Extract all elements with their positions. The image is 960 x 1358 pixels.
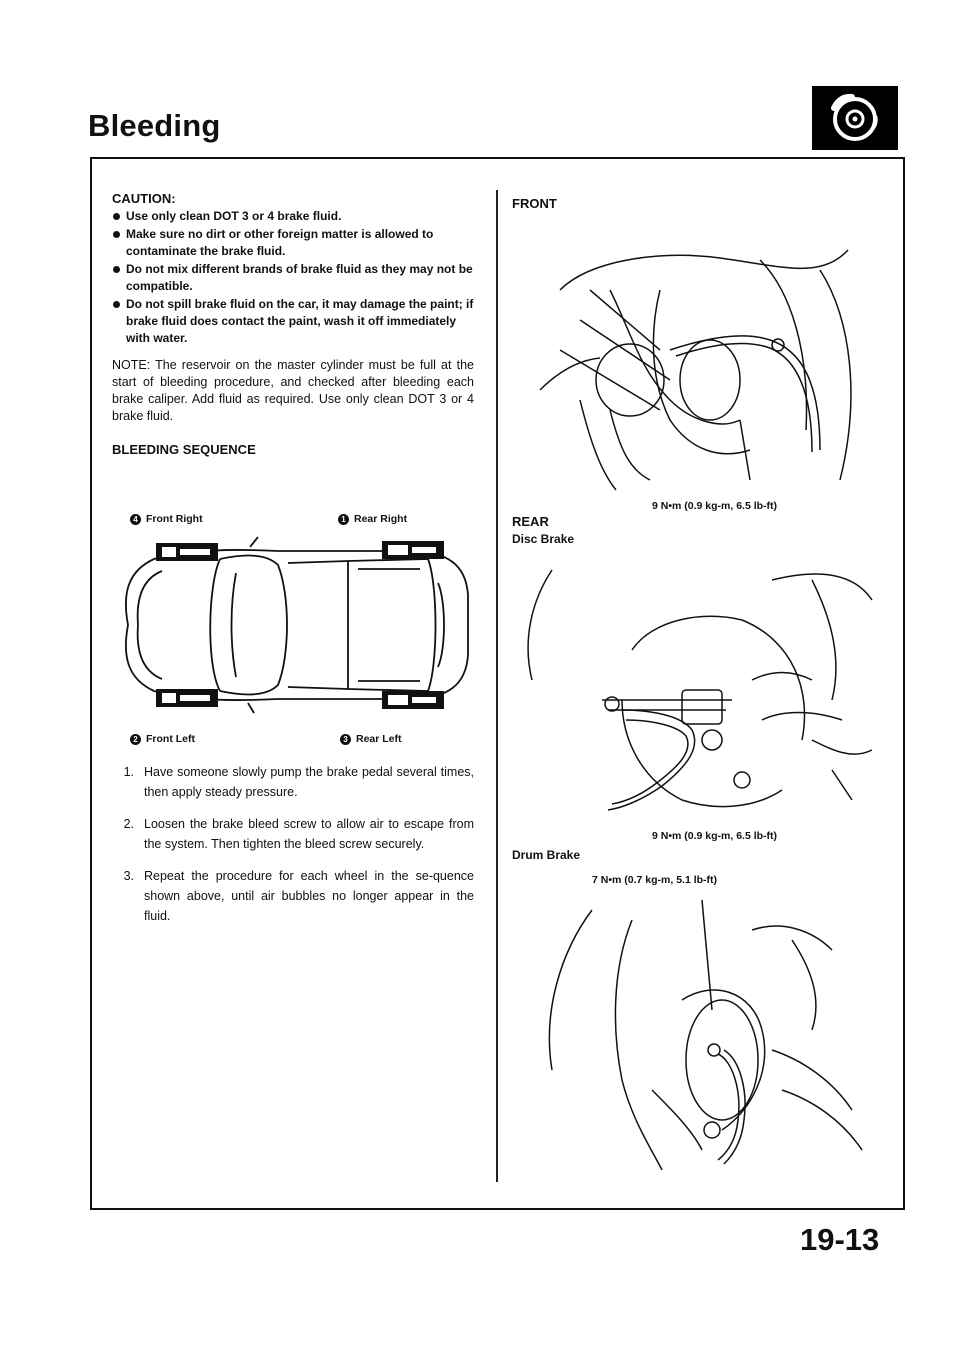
label-text: Front Right [146,513,203,525]
content-frame [90,157,905,1210]
label-text: Rear Right [354,513,408,525]
label-text: Front Left [146,733,195,745]
brake-disc-icon [831,93,878,141]
sequence-number: 3 [340,733,351,745]
section-badge [812,86,898,150]
caution-item: Do not mix different brands of brake flu… [112,261,474,295]
rear-disc-brake-illustration [527,569,873,811]
label-rear-left: 3 Rear Left [340,733,402,745]
car-top-view-drawing [125,536,469,714]
step-item: 2. Loosen the brake bleed screw to allow… [112,814,474,854]
front-label: FRONT [512,196,557,211]
front-brake-illustration [539,249,852,491]
step-number: 2. [123,817,134,831]
step-text: Have someone slowly pump the brake pedal… [144,765,474,799]
rear-label: REAR [512,514,549,529]
note-paragraph: NOTE: The reservoir on the master cylind… [112,358,474,423]
caution-title: CAUTION: [112,191,176,206]
label-rear-right: 1 Rear Right [338,513,407,525]
step-number: 3. [123,869,134,883]
step-item: 3. Repeat the procedure for each wheel i… [112,866,474,926]
step-number: 1. [123,765,134,779]
column-divider [496,190,498,1182]
step-text: Loosen the brake bleed screw to allow ai… [144,817,474,851]
rear-drum-brake-illustration [548,899,863,1170]
step-text: Repeat the procedure for each wheel in t… [144,869,474,923]
page-title: Bleeding [88,108,221,143]
caution-item: Use only clean DOT 3 or 4 brake fluid. [112,208,474,225]
label-text: Rear Left [356,733,402,745]
label-front-left: 2 Front Left [130,733,195,745]
sequence-number: 1 [338,513,349,525]
caution-item: Make sure no dirt or other foreign matte… [112,226,474,260]
caution-list: Use only clean DOT 3 or 4 brake fluid. M… [112,208,474,347]
drum-torque-spec: 7 N•m (0.7 kg-m, 5.1 lb-ft) [592,874,718,886]
drum-brake-label: Drum Brake [512,848,581,862]
disc-torque-spec: 9 N•m (0.9 kg-m, 6.5 lb-ft) [652,830,778,842]
label-front-right: 4 Front Right [130,513,203,525]
procedure-steps: 1. Have someone slowly pump the brake pe… [112,762,474,938]
bleeding-sequence-title: BLEEDING SEQUENCE [112,442,256,457]
left-column: CAUTION: Use only clean DOT 3 or 4 brake… [112,190,474,458]
caution-item: Do not spill brake fluid on the car, it … [112,296,474,347]
step-item: 1. Have someone slowly pump the brake pe… [112,762,474,802]
disc-brake-label: Disc Brake [512,532,575,546]
sequence-number: 2 [130,733,141,745]
page-number: 19-13 [800,1222,880,1257]
front-torque-spec: 9 N•m (0.9 kg-m, 6.5 lb-ft) [652,500,778,512]
bleeding-sequence-diagram: 4 Front Right 1 Rear Right [100,505,480,755]
sequence-number: 4 [130,513,141,525]
